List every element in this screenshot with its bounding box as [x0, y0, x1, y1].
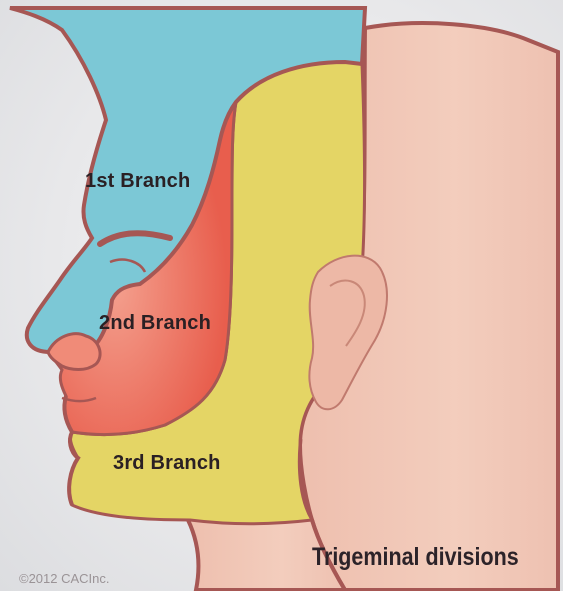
label-2nd-branch: 2nd Branch: [99, 312, 211, 335]
label-3rd-branch: 3rd Branch: [113, 452, 221, 475]
copyright-notice: ©2012 CACInc.: [19, 571, 110, 586]
label-1st-branch: 1st Branch: [85, 170, 190, 193]
diagram-title: Trigeminal divisions: [312, 543, 519, 572]
